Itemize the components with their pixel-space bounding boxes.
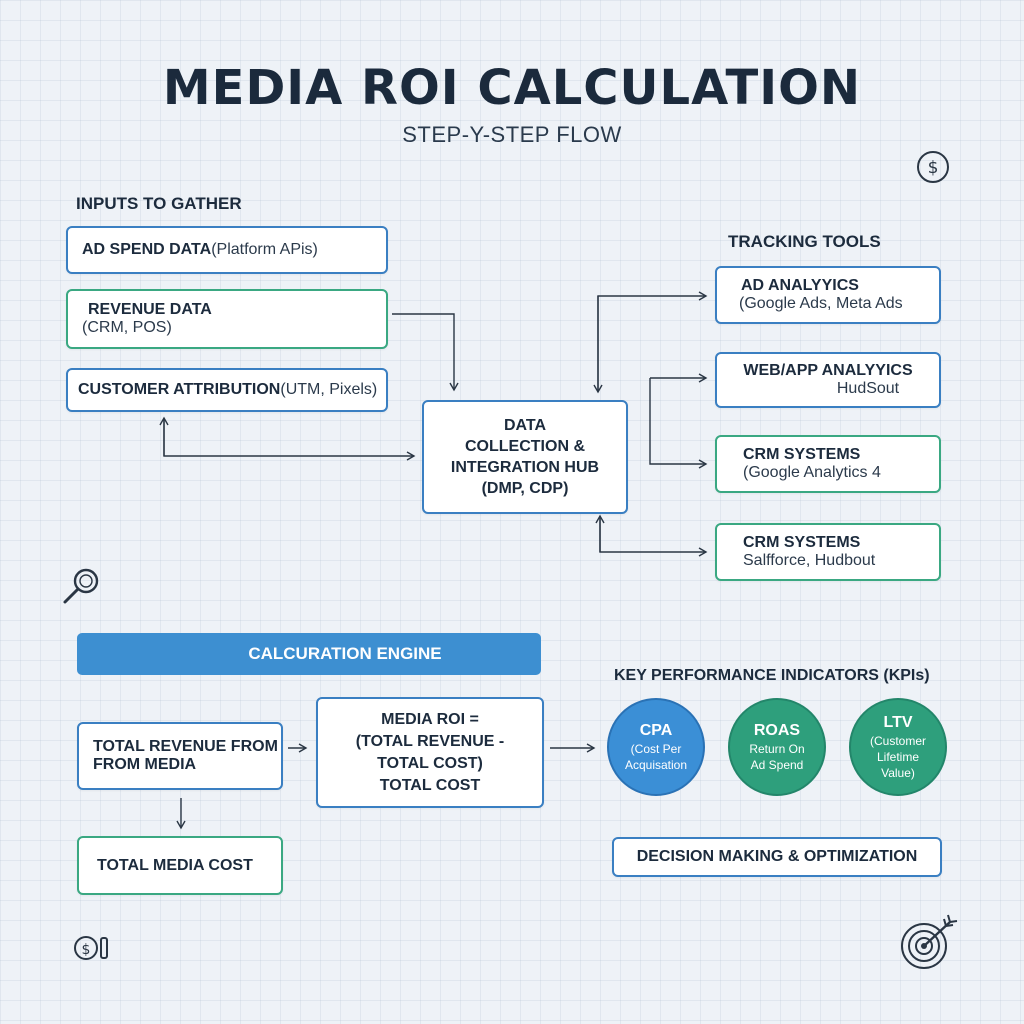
kpi-roas-circle: ROAS Return On Ad Spend xyxy=(728,698,826,796)
calculation-engine-label: CALCURATION ENGINE xyxy=(248,644,442,663)
kpi-desc: (Cost Per xyxy=(630,742,682,756)
svg-text:$: $ xyxy=(928,158,939,178)
ad-spend-detail: (Platform APis) xyxy=(211,241,318,258)
cash-icon: $ xyxy=(74,936,108,960)
tracking-item-title: CRM SYSTEMS xyxy=(743,534,861,551)
attribution-title: CUSTOMER ATTRIBUTION xyxy=(78,381,281,398)
formula-line: TOTAL COST xyxy=(379,776,481,794)
ad-spend-box: AD SPEND DATA (Platform APis) xyxy=(66,226,388,274)
arrow-hub-to-ad-analytics xyxy=(597,291,708,390)
kpi-desc: (Customer xyxy=(869,734,926,748)
integration-hub-box: DATA COLLECTION & INTEGRATION HUB (DMP, … xyxy=(422,400,628,514)
hub-line: (DMP, CDP) xyxy=(481,480,569,497)
kpi-name: CPA xyxy=(639,722,673,739)
kpi-desc: Return On xyxy=(749,742,805,756)
tracking-ad-analytics-box: AD ANALYYICS(Google Ads, Meta Ads xyxy=(715,266,941,324)
kpi-desc: Ad Spend xyxy=(750,758,804,772)
dollar-coin-icon: $ xyxy=(917,151,949,183)
inputs-label: INPUTS TO GATHER xyxy=(76,194,242,213)
arrow-attribution-to-hub xyxy=(163,420,416,461)
svg-text:$: $ xyxy=(82,942,91,958)
kpi-name: ROAS xyxy=(753,722,801,739)
tracking-item-title: AD ANALYYICS xyxy=(741,277,859,294)
kpi-desc: Acquisation xyxy=(624,758,688,772)
decision-making-box: DECISION MAKING & OPTIMIZATION xyxy=(612,837,942,877)
total-media-cost-box: TOTAL MEDIA COST xyxy=(77,836,283,895)
page-subtitle: STEP-Y-STEP FLOW xyxy=(402,122,622,147)
revenue-box: REVENUE DATA(CRM, POS) xyxy=(66,289,388,349)
formula-line: (TOTAL REVENUE - xyxy=(355,732,505,750)
tracking-item-detail: Salfforce, Hudbout xyxy=(743,552,876,569)
tracking-item-detail: HudSout xyxy=(836,380,900,397)
tracking-item-detail: (Google Analytics 4 xyxy=(743,464,881,481)
hub-line: DATA xyxy=(503,417,547,434)
arrow-hub-to-crm-2 xyxy=(599,518,708,557)
decision-making-label: DECISION MAKING & OPTIMIZATION xyxy=(636,848,918,865)
kpis-label: KEY PERFORMANCE INDICATORS (KPIs) xyxy=(614,667,930,684)
kpi-desc: Lifetime xyxy=(876,750,920,764)
total-revenue-line: FROM MEDIA xyxy=(93,756,197,773)
tracking-item-title: WEB/APP ANALYYICS xyxy=(743,362,913,379)
page-title: MEDIA ROI CALCULATION xyxy=(162,60,862,116)
tracking-item-title: CRM SYSTEMS xyxy=(743,446,861,463)
revenue-title: REVENUE DATA xyxy=(88,301,212,318)
kpi-cpa-circle: CPA (Cost Per Acquisation xyxy=(607,698,705,796)
attribution-box: CUSTOMER ATTRIBUTION (UTM, Pixels) xyxy=(66,368,388,412)
magnifier-icon xyxy=(63,568,99,604)
tracking-crm-box: CRM SYSTEMS(Google Analytics 4 xyxy=(715,435,941,493)
revenue-detail: (CRM, POS) xyxy=(82,319,172,336)
total-revenue-line: TOTAL REVENUE FROM xyxy=(93,738,278,755)
tracking-item-detail: (Google Ads, Meta Ads xyxy=(739,295,903,312)
formula-line: MEDIA ROI = xyxy=(381,710,479,728)
formula-line: TOTAL COST) xyxy=(377,754,483,772)
hub-line: INTEGRATION HUB xyxy=(450,459,600,476)
target-icon xyxy=(901,914,958,969)
hub-line: COLLECTION & xyxy=(465,438,585,455)
calculation-engine-banner: CALCURATION ENGINE xyxy=(77,633,541,675)
arrow-revenue-to-hub xyxy=(392,313,459,392)
ad-spend-title: AD SPEND DATA xyxy=(82,241,212,258)
kpi-desc: Value) xyxy=(881,766,915,780)
kpi-name: LTV xyxy=(883,714,913,731)
roi-formula-box: MEDIA ROI = (TOTAL REVENUE - TOTAL COST)… xyxy=(316,697,544,808)
total-media-cost-label: TOTAL MEDIA COST xyxy=(97,856,253,874)
tracking-label: TRACKING TOOLS xyxy=(728,232,881,251)
attribution-detail: (UTM, Pixels) xyxy=(280,381,378,398)
kpi-ltv-circle: LTV (Customer Lifetime Value) xyxy=(849,698,947,796)
arrow-hub-to-crm xyxy=(649,378,708,469)
